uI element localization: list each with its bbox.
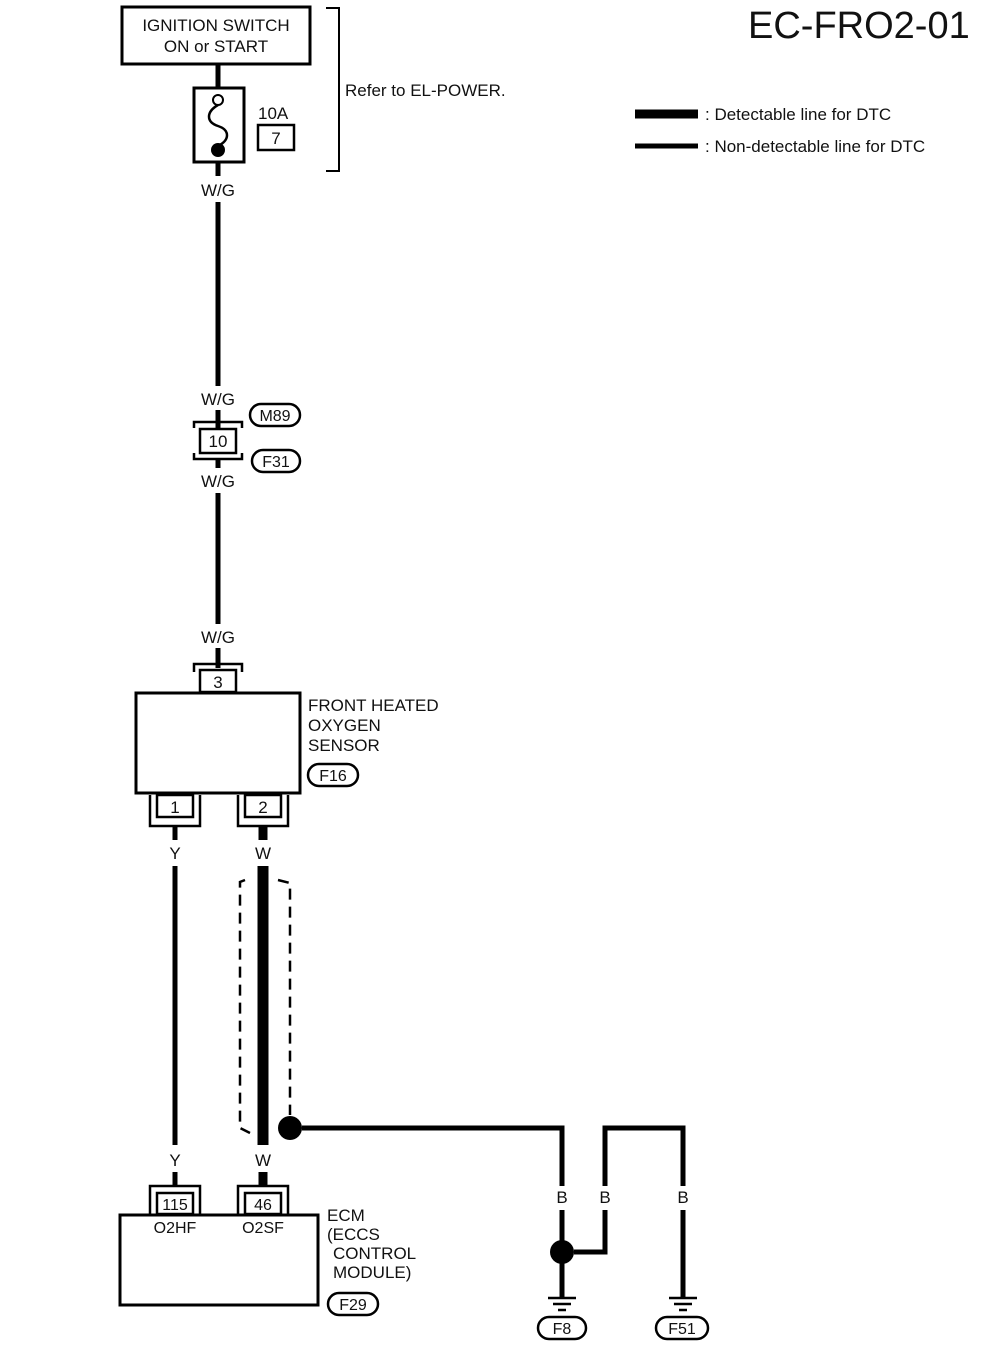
- wire-color-y-2: Y: [169, 1151, 180, 1170]
- wire-color-wg-1: W/G: [201, 181, 235, 200]
- fuse-number: 7: [271, 129, 280, 148]
- connector-tag-f8-label: F8: [553, 1321, 572, 1338]
- sensor-label-line2: OXYGEN: [308, 716, 381, 735]
- ecm-pin-115: 115: [148, 1184, 202, 1216]
- sensor-pin-1: 1: [148, 793, 202, 828]
- sensor-label-line3: SENSOR: [308, 736, 380, 755]
- ecm-terminal-o2hf: O2HF: [154, 1220, 197, 1237]
- wire-color-b-1: B: [556, 1188, 567, 1207]
- connector-tag-f51-label: F51: [668, 1321, 696, 1338]
- ignition-label-line1: IGNITION SWITCH: [142, 16, 289, 35]
- joint-connector-pin-box: [198, 427, 238, 455]
- joint-connector-pin: 10: [209, 432, 228, 451]
- connector-tag-f16-label: F16: [319, 768, 347, 785]
- ecm-label-line4: MODULE): [333, 1263, 411, 1282]
- ecm-label-line1: ECM: [327, 1206, 365, 1225]
- connector-tag-f31-label: F31: [262, 454, 290, 471]
- fuse: 10A 7: [192, 86, 296, 164]
- connector-tag-m89-label: M89: [259, 408, 290, 425]
- ignition-switch-box: [120, 5, 312, 66]
- wire-color-y-1: Y: [169, 844, 180, 863]
- wire-color-b-3: B: [677, 1188, 688, 1207]
- power-reference-label: Refer to EL-POWER.: [345, 81, 506, 100]
- wire-color-wg-3: W/G: [201, 472, 235, 491]
- wire-color-wg-4: W/G: [201, 628, 235, 647]
- connector-tag-f16: [306, 762, 360, 788]
- ecm-label-line2: (ECCS: [327, 1225, 380, 1244]
- ignition-label-line2: ON or START: [164, 37, 268, 56]
- wire-b-loop: [602, 1125, 686, 1186]
- ecm: O2HF O2SF ECM (ECCS CONTROL MODULE) F29: [118, 1206, 416, 1317]
- wire-color-b-2: B: [599, 1188, 610, 1207]
- connector-tag-f31: [250, 448, 302, 474]
- connector-tag-f8: [536, 1315, 588, 1341]
- wire-shield-ground: [302, 1125, 565, 1186]
- ecm-terminal-o2sf: O2SF: [242, 1220, 284, 1237]
- power-bracket: [326, 7, 340, 172]
- fuse-bottom-terminal: [211, 143, 225, 157]
- joint-connector: 10 M89 F31: [192, 402, 302, 474]
- legend-detectable-label: : Detectable line for DTC: [705, 105, 891, 124]
- diagram-id: EC-FRO2-01: [748, 5, 970, 47]
- wire-color-w-1: W: [255, 844, 271, 863]
- shield-left: [238, 878, 251, 1135]
- ground-f51: F51: [654, 1296, 710, 1341]
- joint-connector-top-bracket: [192, 420, 244, 428]
- ground-f8: F8: [536, 1296, 588, 1341]
- ignition-switch: IGNITION SWITCH ON or START: [120, 5, 312, 66]
- sensor-pin-3: 3: [192, 648, 244, 694]
- fuse-number-box: [256, 123, 296, 152]
- fuse-top-terminal: [212, 94, 224, 106]
- wire-color-wg-2: W/G: [201, 390, 235, 409]
- ecm-label-line3: CONTROL: [333, 1244, 416, 1263]
- connector-tag-f29: [326, 1291, 380, 1317]
- sensor-pin-1-label: 1: [170, 798, 179, 817]
- shield-right: [277, 878, 292, 1115]
- connector-tag-f51: [654, 1315, 710, 1341]
- ecm-pin-115-label: 115: [162, 1197, 188, 1214]
- ground-splice-dot: [550, 1240, 574, 1264]
- sensor-label-line1: FRONT HEATED: [308, 696, 439, 715]
- connector-tag-m89: [248, 402, 302, 428]
- sensor-pin-3-label: 3: [213, 673, 222, 692]
- sensor-pin-2: 2: [236, 793, 290, 828]
- sensor-pin-2-label: 2: [258, 798, 267, 817]
- wire-color-w-2: W: [255, 1151, 271, 1170]
- connector-tag-f29-label: F29: [339, 1297, 367, 1314]
- fuse-element-icon: [207, 103, 229, 148]
- ecm-pin-46-label: 46: [254, 1197, 272, 1214]
- shield-splice-dot: [278, 1116, 302, 1140]
- ecm-box: [118, 1213, 320, 1307]
- sensor-box: [134, 691, 302, 795]
- front-heated-oxygen-sensor: FRONT HEATED OXYGEN SENSOR F16: [134, 691, 439, 795]
- legend: : Detectable line for DTC : Non-detectab…: [635, 105, 925, 156]
- ecm-pin-46: 46: [236, 1184, 290, 1216]
- fuse-rating: 10A: [258, 104, 289, 123]
- legend-non-detectable-label: : Non-detectable line for DTC: [705, 137, 925, 156]
